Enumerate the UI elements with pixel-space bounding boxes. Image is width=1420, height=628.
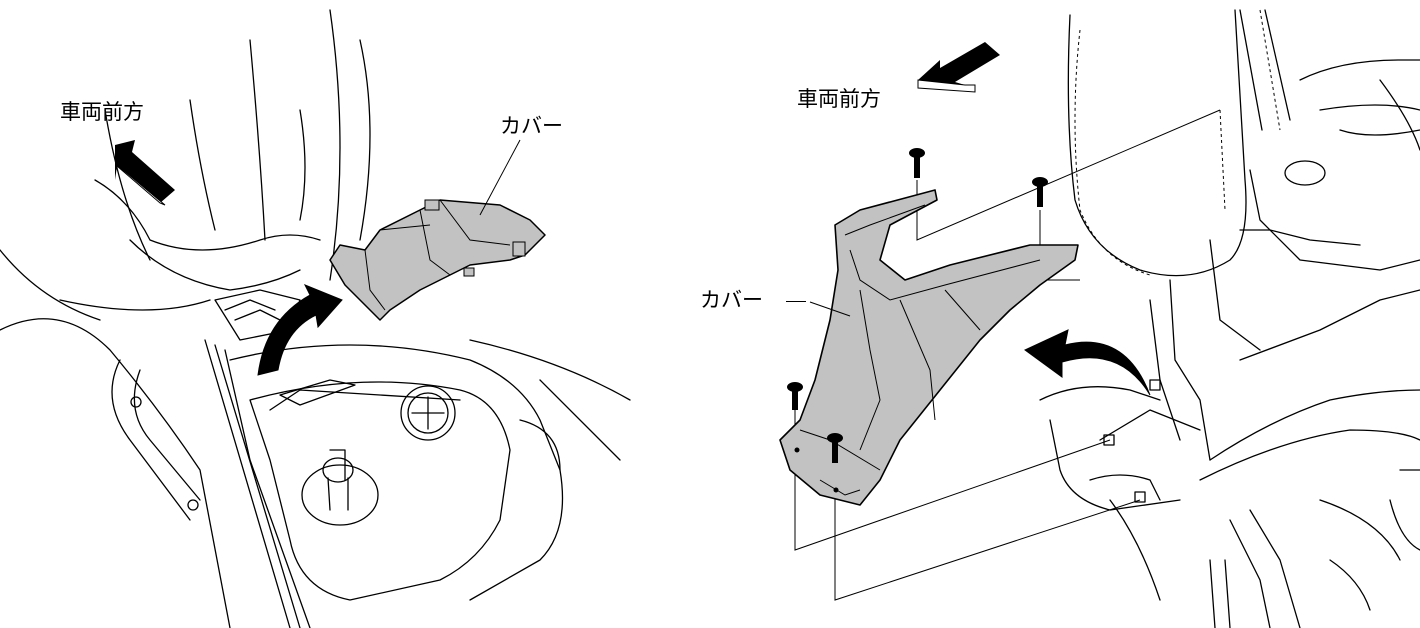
left-cover-part [329,199,546,321]
right-removal-arrow [1024,329,1151,396]
left-removal-arrow [257,284,343,376]
right-vehicle-outline [1039,9,1420,628]
screw-bottom-left [787,382,803,410]
right-direction-label: 車両前方 [797,87,881,111]
screw-bottom-right [827,433,843,463]
right-cover-leader-line [809,301,851,317]
right-front-arrow [917,42,1000,93]
left-direction-label: 車両前方 [60,100,144,124]
right-cover-label: カバー [700,288,763,312]
left-vehicle-outline [0,9,631,628]
right-cover-label-dash [786,301,806,302]
left-cover-leader-line [479,139,521,216]
screw-top-left [909,148,925,178]
screw-top-right [1032,177,1048,207]
left-front-arrow [115,140,175,206]
left-cover-label: カバー [500,114,563,138]
